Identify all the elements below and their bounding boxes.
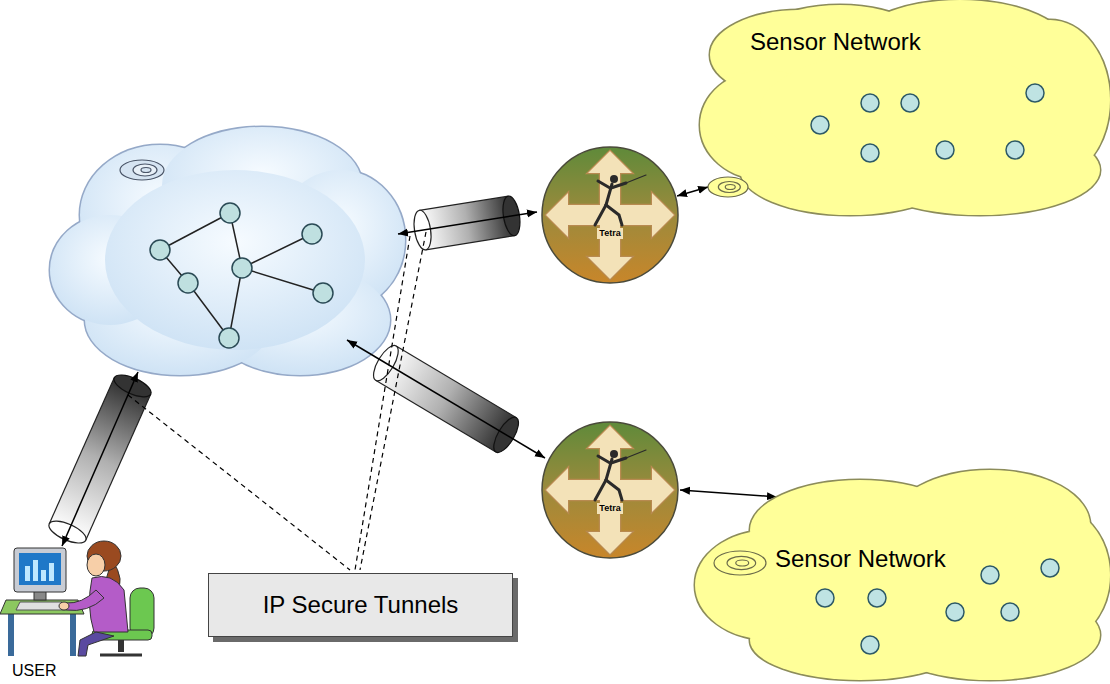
gateway-label: Tetra [597,503,622,514]
secure-tunnel [46,370,154,547]
fencer-figure [595,450,646,500]
leader-lines [128,232,426,570]
sensor-network-cloud: Sensor Network [690,455,1110,684]
gateway-label: Tetra [597,228,622,239]
gateway-shape [540,145,680,285]
cloud-fill [700,0,1110,215]
network-cloud [50,127,405,375]
cloud-title: Sensor Network [750,28,921,56]
cloud-outline [695,470,1110,680]
gateway-shape [540,420,680,560]
user-label: USER [12,662,56,680]
cloud-icon [714,551,766,575]
gateway-disc [542,422,678,558]
arrow-connector [677,187,708,196]
user-figure [0,541,154,656]
network-links [160,213,323,338]
tetra-gateway: Tetra [540,420,680,560]
direction-arrows [546,151,674,279]
tetra-gateway: Tetra [540,145,680,285]
cloud-icon [708,177,748,197]
cloud-title: Sensor Network [775,545,946,573]
network-nodes [150,203,333,348]
sensor-nodes [816,559,1059,654]
box-label: IP Secure Tunnels [263,591,459,619]
gateway-disc [542,147,678,283]
cloud-icon [120,160,164,180]
sensor-nodes [811,84,1044,162]
fencer-figure [595,175,646,225]
label-anchor: USER [12,662,56,680]
note-box: IP Secure Tunnels [208,573,513,637]
tunnel-arrows [62,212,545,546]
cloud-fill [695,470,1110,680]
arrow-connector [680,490,777,497]
cloud-outline [700,0,1110,215]
direction-arrows [546,426,674,554]
sensor-network-cloud: Sensor Network [690,0,1110,215]
